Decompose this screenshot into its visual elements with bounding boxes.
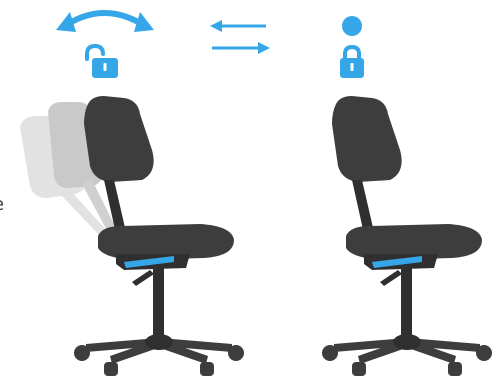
right-chair (322, 96, 492, 376)
exchange-arrows-icon (210, 20, 270, 54)
right-backrest (332, 96, 402, 182)
left-backrest (84, 96, 154, 182)
left-lever (132, 270, 154, 286)
right-backrest-stem (352, 180, 374, 234)
left-chair (20, 96, 244, 376)
right-star-base (322, 334, 492, 376)
swing-arrow-icon (56, 12, 154, 32)
right-gas-cylinder (401, 268, 412, 340)
right-lever (380, 270, 402, 286)
left-star-base (74, 334, 244, 376)
unlocked-padlock-icon (87, 46, 118, 78)
left-gas-cylinder (153, 268, 164, 340)
locked-padlock-icon (340, 47, 364, 78)
status-dot-icon (342, 16, 362, 36)
